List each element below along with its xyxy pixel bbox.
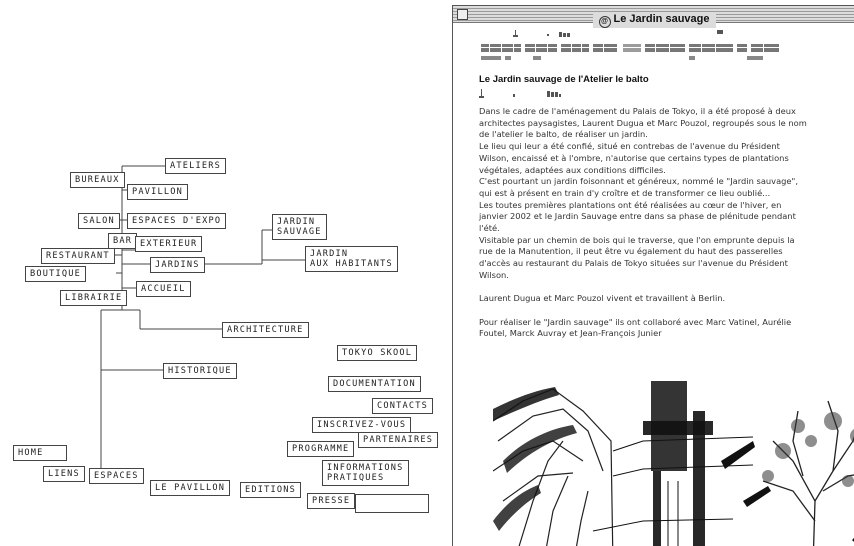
nav-bureaux[interactable]: BUREAUX	[70, 172, 125, 188]
nav-restaurant[interactable]: RESTAURANT	[41, 248, 115, 264]
nav-salon[interactable]: SALON	[78, 213, 120, 229]
nav-ateliers[interactable]: ATELIERS	[165, 158, 226, 174]
article-line: Wilson.	[479, 270, 854, 282]
nav-partenaires[interactable]: PARTENAIRES	[358, 432, 438, 448]
nav-accueil[interactable]: ACCUEIL	[136, 281, 191, 297]
article-line: Dans le cadre de l'aménagement du Palais…	[479, 106, 854, 118]
nav-pavillon[interactable]: PAVILLON	[127, 184, 188, 200]
article-line: de l'atelier le balto, de réaliser un ja…	[479, 129, 854, 141]
window-titlebar[interactable]: @Le Jardin sauvage	[453, 6, 854, 23]
search-box[interactable]	[355, 494, 429, 513]
article-line: végétales, adaptées aux conditions diffi…	[479, 165, 854, 177]
nav-inscrivez-vous[interactable]: INSCRIVEZ-VOUS	[312, 417, 411, 433]
article-line: Laurent Dugua et Marc Pouzol vivent et t…	[479, 293, 854, 305]
article-body: Dans le cadre de l'aménagement du Palais…	[479, 106, 854, 340]
article-line: Foutel, Marck Auvray et Jean-François Ju…	[479, 328, 854, 340]
nav-jardin-sauvage[interactable]: JARDIN SAUVAGE	[272, 214, 327, 240]
page-heading: Le Jardin sauvage de l'Atelier le balto	[479, 74, 649, 85]
nav-editions[interactable]: EDITIONS	[240, 482, 301, 498]
nav-programme[interactable]: PROGRAMME	[287, 441, 354, 457]
nav-espaces[interactable]: ESPACES	[89, 468, 144, 484]
article-line: janvier 2002 et le Jardin Sauvage entre …	[479, 211, 854, 223]
article-line: C'est pourtant un jardin foisonnant et g…	[479, 176, 854, 188]
nav-espaces-expo[interactable]: ESPACES D'EXPO	[127, 213, 226, 229]
article-line	[479, 282, 854, 294]
nav-jardins[interactable]: JARDINS	[150, 257, 205, 273]
nav-architecture[interactable]: ARCHITECTURE	[222, 322, 309, 338]
article-line: Visitable par un chemin de bois qui le t…	[479, 235, 854, 247]
nav-boutique[interactable]: BOUTIQUE	[25, 266, 86, 282]
article-line: l'été.	[479, 223, 854, 235]
article-line: Les toutes premières plantations ont été…	[479, 200, 854, 212]
article-line: Wilson, encaissé et à l'ombre, n'autoris…	[479, 153, 854, 165]
nav-tokyo-skool[interactable]: TOKYO SKOOL	[337, 345, 417, 361]
article-line: d'accès au restaurant du Palais de Tokyo…	[479, 258, 854, 270]
nav-historique[interactable]: HISTORIQUE	[163, 363, 237, 379]
nav-informations-pratiques[interactable]: INFORMATIONS PRATIQUES	[322, 460, 409, 486]
site-map: ATELIERS BUREAUX PAVILLON SALON ESPACES …	[0, 0, 445, 545]
nav-presse[interactable]: PRESSE	[307, 493, 355, 509]
garden-photo-image	[493, 381, 854, 546]
article-line: Le lieu qui leur a été confié, situé en …	[479, 141, 854, 153]
article-line	[479, 305, 854, 317]
nav-contacts[interactable]: CONTACTS	[372, 398, 433, 414]
article-line: architectes paysagistes, Laurent Dugua e…	[479, 118, 854, 130]
article-line: qui est à présent en train d'y croître e…	[479, 188, 854, 200]
article-line: Pour réaliser le "Jardin sauvage" ils on…	[479, 317, 854, 329]
nav-jardin-aux-habitants[interactable]: JARDIN AUX HABITANTS	[305, 246, 398, 272]
window-content: Le Jardin sauvage de l'Atelier le balto …	[479, 26, 854, 546]
nav-bar[interactable]: BAR	[108, 233, 137, 249]
nav-documentation[interactable]: DOCUMENTATION	[328, 376, 421, 392]
article-line: rue de la Manutention, il peut être vu é…	[479, 246, 854, 258]
nav-exterieur[interactable]: EXTERIEUR	[135, 236, 202, 252]
nav-le-pavillon[interactable]: LE PAVILLON	[150, 480, 230, 496]
nav-home[interactable]: HOME	[13, 445, 67, 461]
browser-window: @Le Jardin sauvage	[452, 5, 854, 546]
pixel-title-graphic	[479, 28, 789, 74]
nav-liens[interactable]: LIENS	[43, 466, 85, 482]
pixel-subtitle-graphic	[479, 88, 599, 100]
nav-librairie[interactable]: LIBRAIRIE	[60, 290, 127, 306]
